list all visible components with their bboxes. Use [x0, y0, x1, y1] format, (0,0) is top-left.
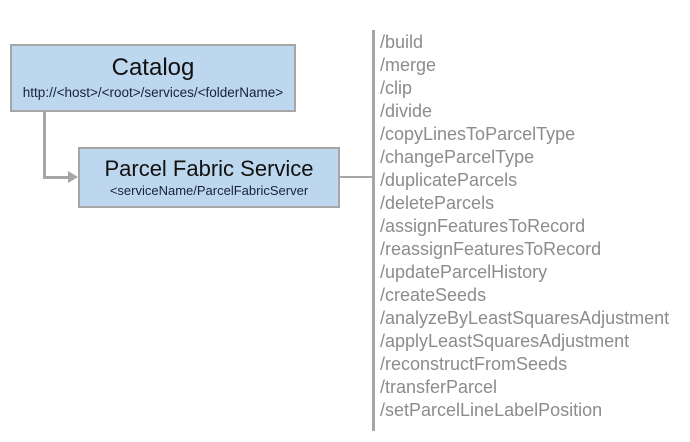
catalog-node-url: http://<host>/<root>/services/<folderNam… — [22, 84, 284, 100]
operation-item[interactable]: /transferParcel — [380, 377, 498, 397]
operation-item[interactable]: /reassignFeaturesToRecord — [380, 239, 602, 259]
operation-item[interactable]: /deleteParcels — [380, 193, 495, 213]
operation-item[interactable]: /assignFeaturesToRecord — [380, 216, 586, 236]
service-node-title: Parcel Fabric Service — [104, 155, 314, 181]
operation-item[interactable]: /createSeeds — [380, 285, 487, 305]
catalog-node-title: Catalog — [111, 54, 195, 82]
operation-item[interactable]: /clip — [380, 78, 413, 98]
operation-item[interactable]: /build — [380, 32, 424, 52]
operation-item[interactable]: /changeParcelType — [380, 147, 535, 167]
operation-item[interactable]: /duplicateParcels — [380, 170, 518, 190]
operation-item[interactable]: /reconstructFromSeeds — [380, 354, 568, 374]
catalog-node[interactable]: Catalog http://<host>/<root>/services/<f… — [10, 44, 296, 112]
operations-divider — [372, 30, 375, 431]
connector-catalog-horizontal — [43, 176, 71, 179]
operation-item[interactable]: /analyzeByLeastSquaresAdjustment — [380, 308, 670, 328]
operation-item[interactable]: /setParcelLineLabelPosition — [380, 400, 603, 420]
operation-item[interactable]: /updateParcelHistory — [380, 262, 548, 282]
operations-list: /build/merge/clip/divide/copyLinesToParc… — [380, 31, 680, 422]
operation-item[interactable]: /applyLeastSquaresAdjustment — [380, 331, 630, 351]
parcel-fabric-service-node[interactable]: Parcel Fabric Service <serviceName/Parce… — [78, 147, 340, 208]
service-node-path: <serviceName/ParcelFabricServer — [109, 182, 309, 198]
connector-service-to-operations — [340, 176, 374, 178]
operation-item[interactable]: /copyLinesToParcelType — [380, 124, 576, 144]
operation-item[interactable]: /divide — [380, 101, 433, 121]
arrow-head-icon — [68, 171, 78, 183]
connector-catalog-vertical — [43, 112, 46, 179]
operation-item[interactable]: /merge — [380, 55, 437, 75]
